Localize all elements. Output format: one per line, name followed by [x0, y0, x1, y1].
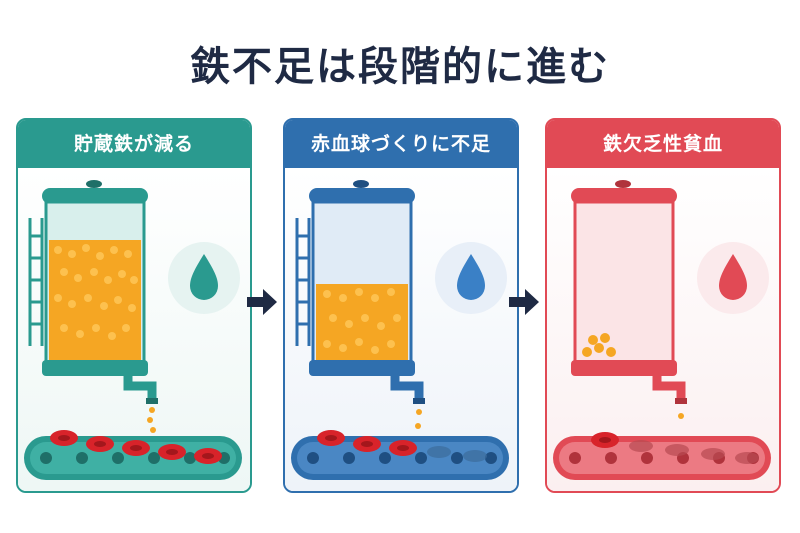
arrow-right-icon	[509, 289, 539, 315]
empty-cell-slots	[427, 446, 487, 462]
empty-cell-slots	[629, 440, 759, 464]
red-blood-cells	[591, 432, 619, 448]
stage-header-3: 鉄欠乏性貧血	[547, 120, 779, 168]
iron-storage-tank	[42, 180, 158, 404]
falling-iron	[415, 409, 422, 429]
water-drop-icon	[457, 254, 485, 300]
conveyor-belt	[24, 430, 242, 480]
stage-panel-1: 貯蔵鉄が減る	[16, 118, 252, 493]
stage-body-2	[285, 168, 517, 491]
ladder-icon	[295, 218, 311, 346]
iron-balls	[582, 333, 616, 357]
iron-balls	[54, 244, 138, 340]
red-blood-cells	[50, 430, 222, 464]
iron-storage-tank	[571, 180, 687, 404]
stage-body-3	[547, 168, 779, 491]
iron-storage-tank	[309, 180, 425, 404]
conveyor-belt	[553, 432, 771, 480]
blood-drop-icon	[719, 254, 747, 300]
red-blood-cells	[317, 430, 417, 456]
arrow-right-icon	[247, 289, 277, 315]
conveyor-belt	[291, 430, 509, 480]
stage-illustration-2	[291, 180, 509, 480]
falling-iron	[147, 407, 156, 433]
stage-panel-3: 鉄欠乏性貧血	[545, 118, 781, 493]
ladder-icon	[28, 218, 44, 346]
water-drop-icon	[190, 254, 218, 300]
stage-header-2: 赤血球づくりに不足	[285, 120, 517, 168]
stage-header-1: 貯蔵鉄が減る	[18, 120, 250, 168]
stage-panel-2: 赤血球づくりに不足	[283, 118, 519, 493]
falling-iron	[678, 413, 684, 419]
stage-illustration-1	[24, 180, 242, 480]
page-title: 鉄不足は段階的に進む	[190, 44, 610, 90]
stage-illustration-3	[553, 180, 771, 480]
stage-body-1	[18, 168, 250, 491]
iron-balls	[323, 288, 401, 354]
